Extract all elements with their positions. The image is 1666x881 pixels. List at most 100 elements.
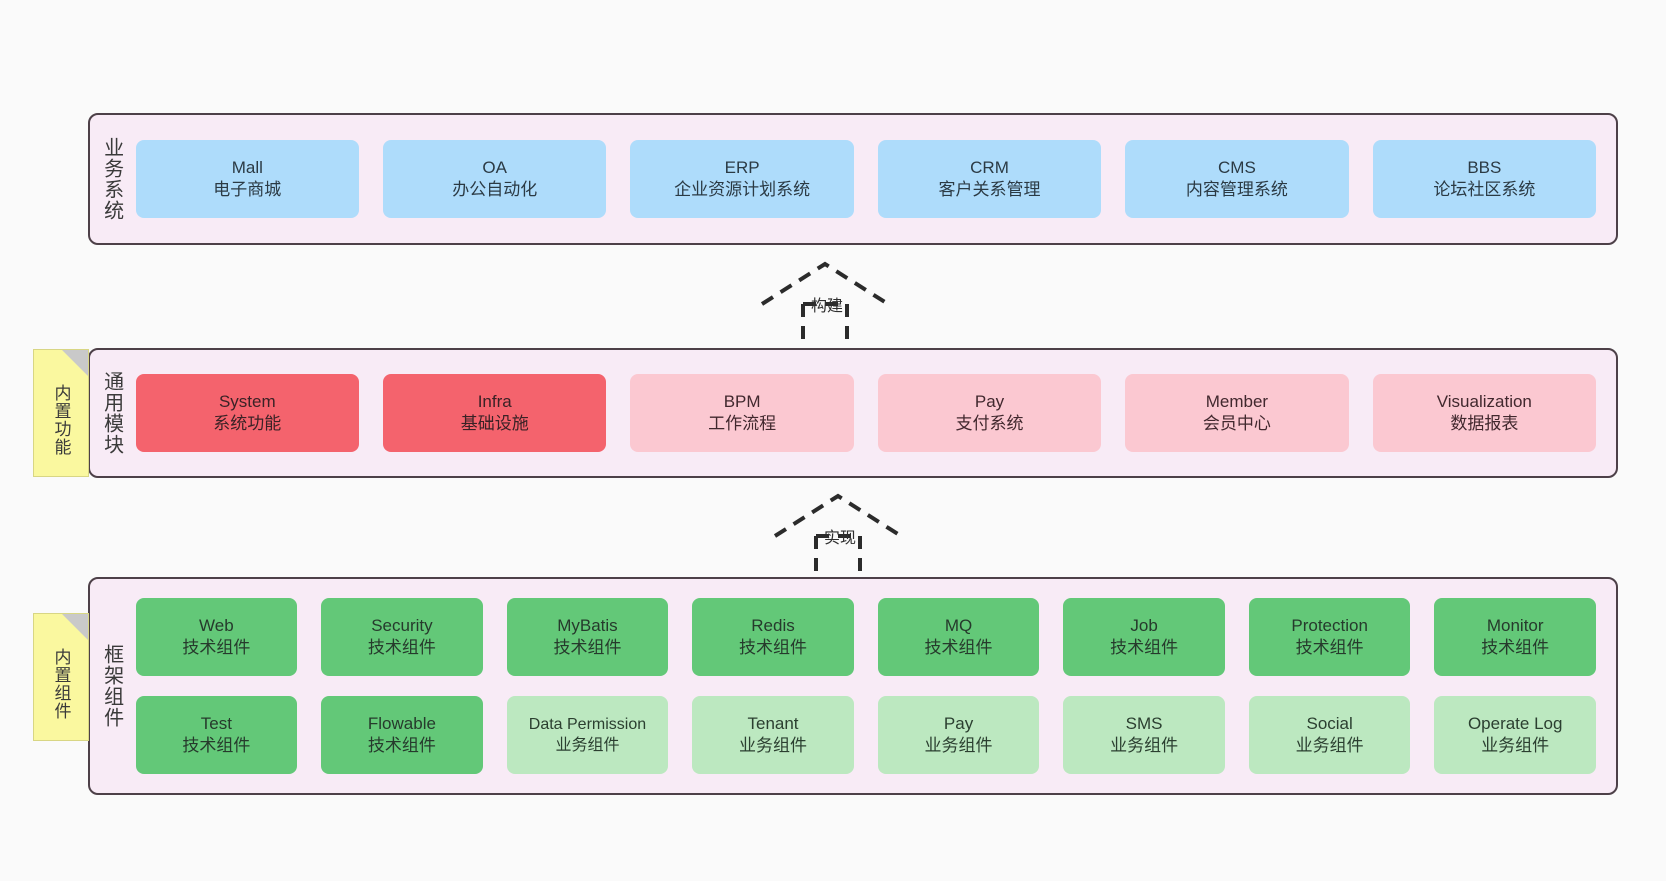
node-job[interactable]: Job 技术组件 bbox=[1063, 598, 1225, 676]
node-bbs[interactable]: BBS 论坛社区系统 bbox=[1372, 140, 1597, 218]
node-title: Redis bbox=[751, 615, 795, 635]
node-social[interactable]: Social 业务组件 bbox=[1248, 696, 1411, 774]
node-protection[interactable]: Protection 技术组件 bbox=[1248, 598, 1411, 676]
node-bpm[interactable]: BPM 工作流程 bbox=[630, 374, 854, 452]
connector-build: 构建 bbox=[755, 258, 905, 344]
arrowhead-open-up bbox=[773, 493, 903, 538]
node-title: OA bbox=[482, 157, 507, 177]
page-fold-icon bbox=[62, 614, 88, 640]
node-oa[interactable]: OA 办公自动化 bbox=[383, 140, 607, 218]
node-row: Web 技术组件 Security 技术组件 MyBatis 技术组件 Redi… bbox=[135, 598, 1596, 676]
node-subtitle: 数据报表 bbox=[1450, 414, 1519, 433]
node-subtitle: 技术组件 bbox=[367, 736, 436, 755]
connector-build-arrow bbox=[760, 261, 890, 342]
node-subtitle: 技术组件 bbox=[182, 638, 251, 657]
node-title: Job bbox=[1130, 615, 1158, 635]
connector-build-label: 构建 bbox=[811, 298, 844, 315]
node-subtitle: 工作流程 bbox=[708, 414, 777, 433]
node-system[interactable]: System 系统功能 bbox=[135, 374, 359, 452]
node-title: Flowable bbox=[367, 713, 436, 733]
sticky-note-builtin-components[interactable]: 内置组件 bbox=[33, 613, 89, 741]
node-cms[interactable]: CMS 内容管理系统 bbox=[1125, 140, 1349, 218]
node-row: Test 技术组件 Flowable 技术组件 Data Permission … bbox=[135, 696, 1596, 774]
node-subtitle: 业务组件 bbox=[1481, 736, 1550, 755]
node-tenant[interactable]: Tenant 业务组件 bbox=[692, 696, 854, 774]
node-pay[interactable]: Pay 支付系统 bbox=[877, 374, 1102, 452]
node-crm[interactable]: CRM 客户关系管理 bbox=[877, 140, 1102, 218]
node-flowable[interactable]: Flowable 技术组件 bbox=[321, 696, 483, 774]
connector-implement-arrow bbox=[773, 493, 903, 576]
node-subtitle: 技术组件 bbox=[924, 638, 993, 657]
node-title: BPM bbox=[723, 391, 761, 411]
node-title: BBS bbox=[1467, 157, 1502, 177]
node-title: Monitor bbox=[1486, 615, 1544, 635]
node-subtitle: 电子商城 bbox=[213, 180, 282, 199]
node-subtitle: 技术组件 bbox=[553, 638, 622, 657]
node-title: Pay bbox=[974, 391, 1005, 411]
arrowhead-open-up bbox=[760, 261, 890, 306]
layer-common-modules[interactable]: 通用模块 System 系统功能 Infra 基础设施 BPM 工作流程 Pay… bbox=[88, 348, 1618, 478]
node-mall[interactable]: Mall 电子商城 bbox=[135, 140, 359, 218]
node-title: SMS bbox=[1125, 713, 1163, 733]
node-row: Mall 电子商城 OA 办公自动化 ERP 企业资源计划系统 CRM 客户关系… bbox=[135, 140, 1597, 218]
node-data-permission[interactable]: Data Permission 业务组件 bbox=[506, 696, 669, 774]
node-subtitle: 系统功能 bbox=[213, 414, 282, 433]
node-subtitle: 技术组件 bbox=[1481, 638, 1550, 657]
node-infra[interactable]: Infra 基础设施 bbox=[383, 374, 607, 452]
node-title: CRM bbox=[970, 157, 1009, 177]
node-subtitle: 基础设施 bbox=[460, 414, 529, 433]
node-title: Web bbox=[199, 615, 234, 635]
node-monitor[interactable]: Monitor 技术组件 bbox=[1434, 598, 1596, 676]
layer-body-business-systems: Mall 电子商城 OA 办公自动化 ERP 企业资源计划系统 CRM 客户关系… bbox=[130, 115, 1616, 243]
node-visualization[interactable]: Visualization 数据报表 bbox=[1372, 374, 1597, 452]
node-title: Protection bbox=[1291, 615, 1368, 635]
node-subtitle: 内容管理系统 bbox=[1185, 180, 1288, 199]
sticky-note-text: 内置组件 bbox=[51, 648, 71, 720]
node-title: Visualization bbox=[1436, 391, 1532, 411]
node-title: Data Permission bbox=[528, 715, 647, 733]
node-mq[interactable]: MQ 技术组件 bbox=[877, 598, 1040, 676]
layer-label-business-systems: 业务系统 bbox=[100, 137, 123, 221]
node-subtitle: 技术组件 bbox=[1295, 638, 1364, 657]
node-subtitle: 技术组件 bbox=[1110, 638, 1179, 657]
node-title: Social bbox=[1306, 713, 1353, 733]
node-pay-component[interactable]: Pay 业务组件 bbox=[877, 696, 1040, 774]
node-test[interactable]: Test 技术组件 bbox=[135, 696, 298, 774]
layer-label-common-modules: 通用模块 bbox=[100, 371, 123, 455]
node-member[interactable]: Member 会员中心 bbox=[1125, 374, 1349, 452]
layer-label-framework-components: 框架组件 bbox=[100, 644, 123, 728]
node-operate-log[interactable]: Operate Log 业务组件 bbox=[1434, 696, 1596, 774]
node-web[interactable]: Web 技术组件 bbox=[135, 598, 298, 676]
node-subtitle: 业务组件 bbox=[739, 736, 807, 755]
node-sms[interactable]: SMS 业务组件 bbox=[1063, 696, 1225, 774]
sticky-note-builtin-features[interactable]: 内置功能 bbox=[33, 349, 89, 477]
connector-implement: 实现 bbox=[768, 490, 918, 578]
connector-shaft bbox=[801, 302, 849, 342]
sticky-note-text: 内置功能 bbox=[51, 384, 71, 456]
node-security[interactable]: Security 技术组件 bbox=[321, 598, 483, 676]
connector-implement-label: 实现 bbox=[824, 530, 857, 547]
node-title: Tenant bbox=[747, 713, 799, 733]
node-subtitle: 技术组件 bbox=[182, 736, 251, 755]
node-subtitle: 业务组件 bbox=[555, 737, 620, 754]
node-title: System bbox=[218, 391, 276, 411]
node-title: ERP bbox=[724, 157, 760, 177]
layer-body-common-modules: System 系统功能 Infra 基础设施 BPM 工作流程 Pay 支付系统… bbox=[130, 350, 1616, 476]
node-redis[interactable]: Redis 技术组件 bbox=[692, 598, 854, 676]
layer-framework-components[interactable]: 框架组件 Web 技术组件 Security 技术组件 MyBatis 技术组件… bbox=[88, 577, 1618, 795]
node-subtitle: 技术组件 bbox=[367, 638, 436, 657]
layer-business-systems[interactable]: 业务系统 Mall 电子商城 OA 办公自动化 ERP 企业资源计划系统 CRM… bbox=[88, 113, 1618, 245]
node-subtitle: 论坛社区系统 bbox=[1433, 180, 1536, 199]
node-title: CMS bbox=[1218, 157, 1256, 177]
node-row: System 系统功能 Infra 基础设施 BPM 工作流程 Pay 支付系统… bbox=[135, 374, 1597, 452]
node-mybatis[interactable]: MyBatis 技术组件 bbox=[506, 598, 669, 676]
node-title: Mall bbox=[231, 157, 263, 177]
node-title: Security bbox=[371, 615, 433, 635]
node-erp[interactable]: ERP 企业资源计划系统 bbox=[630, 140, 854, 218]
node-subtitle: 业务组件 bbox=[924, 736, 993, 755]
node-title: MQ bbox=[944, 615, 973, 635]
node-title: Infra bbox=[477, 391, 512, 411]
node-subtitle: 企业资源计划系统 bbox=[674, 180, 811, 199]
node-title: Pay bbox=[943, 713, 974, 733]
node-title: Member bbox=[1205, 391, 1269, 411]
